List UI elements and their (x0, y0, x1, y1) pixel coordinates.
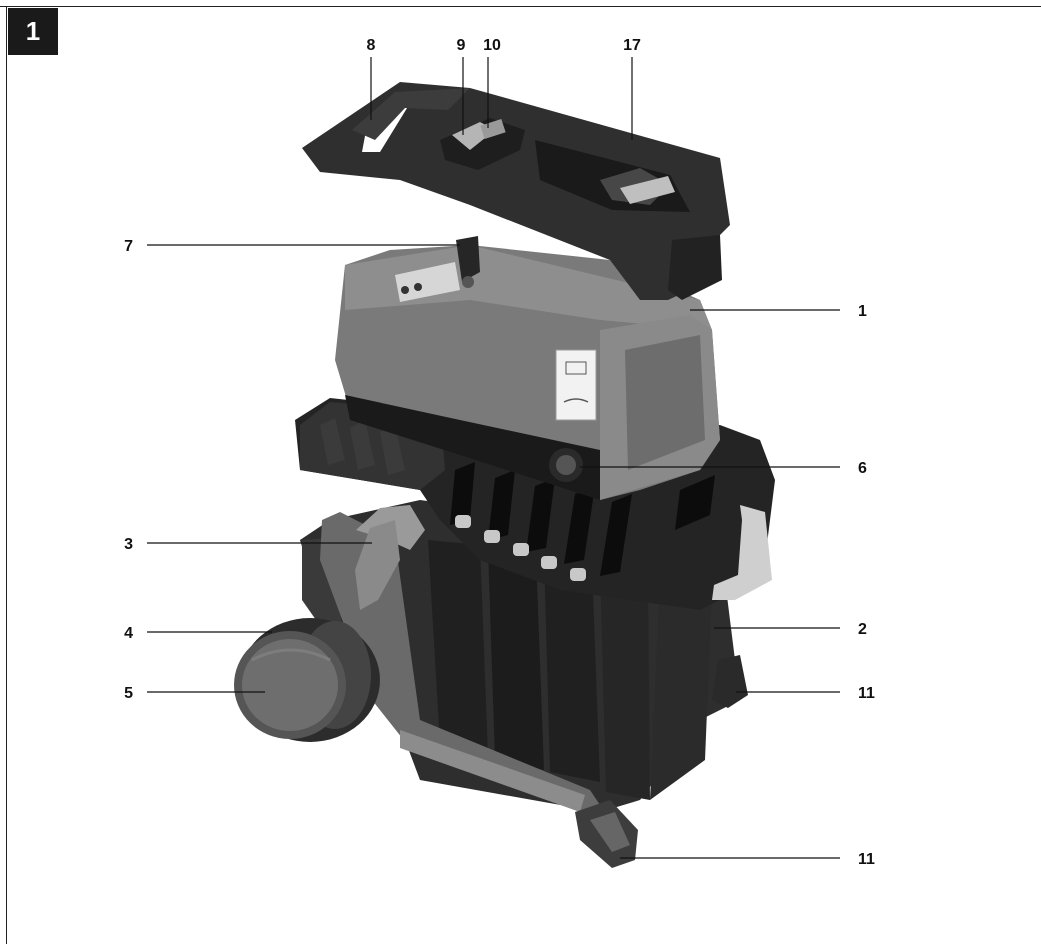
callout-11-front: 11 (858, 851, 875, 868)
callout-8: 8 (367, 37, 376, 54)
frame-top-border (0, 6, 1041, 7)
callout-7: 7 (124, 238, 133, 255)
motor-housing (335, 245, 720, 500)
callout-6: 6 (858, 460, 867, 477)
frame-left-border (6, 6, 7, 944)
callout-17: 17 (623, 37, 641, 54)
callout-5: 5 (124, 685, 133, 702)
figure-number-badge: 1 (8, 8, 58, 55)
callout-3: 3 (124, 536, 133, 553)
callout-11-rear: 11 (858, 685, 875, 702)
callout-1: 1 (858, 303, 867, 320)
callout-4: 4 (124, 625, 133, 642)
leader-lines (147, 57, 840, 859)
feed-funnel (302, 82, 730, 300)
callout-9: 9 (457, 37, 466, 54)
callout-2: 2 (858, 621, 867, 638)
wheel (234, 618, 380, 742)
callout-10: 10 (483, 37, 501, 54)
callout-labels: 8 9 10 17 7 1 6 3 2 4 5 11 11 (124, 37, 875, 868)
